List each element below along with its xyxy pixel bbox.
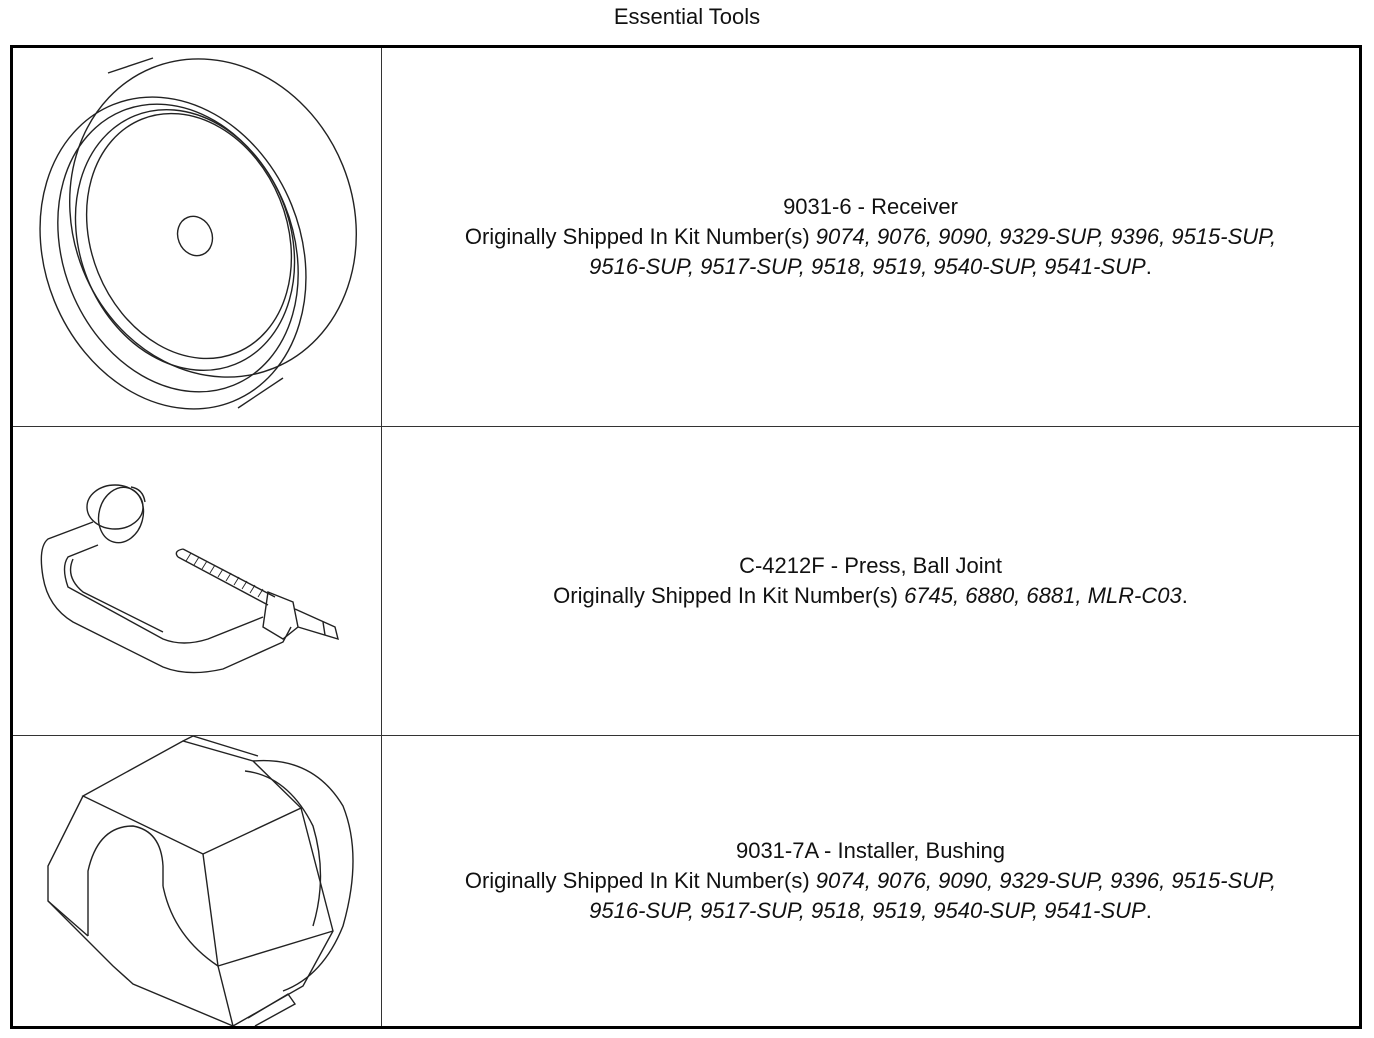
tool-image-cell (13, 736, 382, 1026)
kit-line: Originally Shipped In Kit Number(s) 6745… (553, 581, 1188, 611)
tool-description: C-4212F - Press, Ball Joint Originally S… (382, 427, 1359, 735)
kit-suffix: . (1181, 583, 1188, 608)
kit-line-2: 9516-SUP, 9517-SUP, 9518, 9519, 9540-SUP… (589, 896, 1152, 926)
kit-line-2: 9516-SUP, 9517-SUP, 9518, 9519, 9540-SUP… (589, 252, 1152, 282)
kit-numbers: 9516-SUP, 9517-SUP, 9518, 9519, 9540-SUP… (589, 898, 1146, 923)
kit-numbers: 9074, 9076, 9090, 9329-SUP, 9396, 9515-S… (815, 224, 1277, 249)
kit-numbers: 6745, 6880, 6881, MLR-C03 (904, 583, 1182, 608)
tool-row-bushing-installer: 9031-7A - Installer, Bushing Originally … (13, 736, 1359, 1026)
tool-image-cell (13, 427, 382, 735)
kit-line: Originally Shipped In Kit Number(s) 9074… (465, 222, 1276, 252)
tool-name: 9031-6 - Receiver (783, 194, 958, 219)
tool-name: 9031-7A - Installer, Bushing (735, 838, 1006, 863)
tool-row-receiver: 9031-6 - Receiver Originally Shipped In … (13, 48, 1359, 427)
tool-row-ball-joint-press: C-4212F - Press, Ball Joint Originally S… (13, 427, 1359, 736)
kit-prefix: Originally Shipped In Kit Number(s) (464, 224, 816, 249)
ball-joint-press-icon (40, 484, 339, 674)
kit-prefix: Originally Shipped In Kit Number(s) (553, 583, 905, 608)
kit-suffix: . (1145, 898, 1152, 923)
tool-description: 9031-7A - Installer, Bushing Originally … (382, 736, 1359, 1026)
bushing-installer-icon (47, 736, 354, 1026)
tool-image-cell (13, 48, 382, 426)
kit-suffix: . (1145, 254, 1152, 279)
kit-numbers: 9074, 9076, 9090, 9329-SUP, 9396, 9515-S… (815, 868, 1277, 893)
kit-numbers: 9516-SUP, 9517-SUP, 9518, 9519, 9540-SUP… (589, 254, 1146, 279)
kit-prefix: Originally Shipped In Kit Number(s) (464, 868, 816, 893)
tool-description: 9031-6 - Receiver Originally Shipped In … (382, 48, 1359, 426)
receiver-tool-icon (39, 57, 357, 410)
page-title: Essential Tools (613, 4, 761, 29)
kit-line: Originally Shipped In Kit Number(s) 9074… (465, 866, 1276, 896)
tool-name: C-4212F - Press, Ball Joint (739, 553, 1002, 578)
essential-tools-table: 9031-6 - Receiver Originally Shipped In … (10, 45, 1362, 1029)
